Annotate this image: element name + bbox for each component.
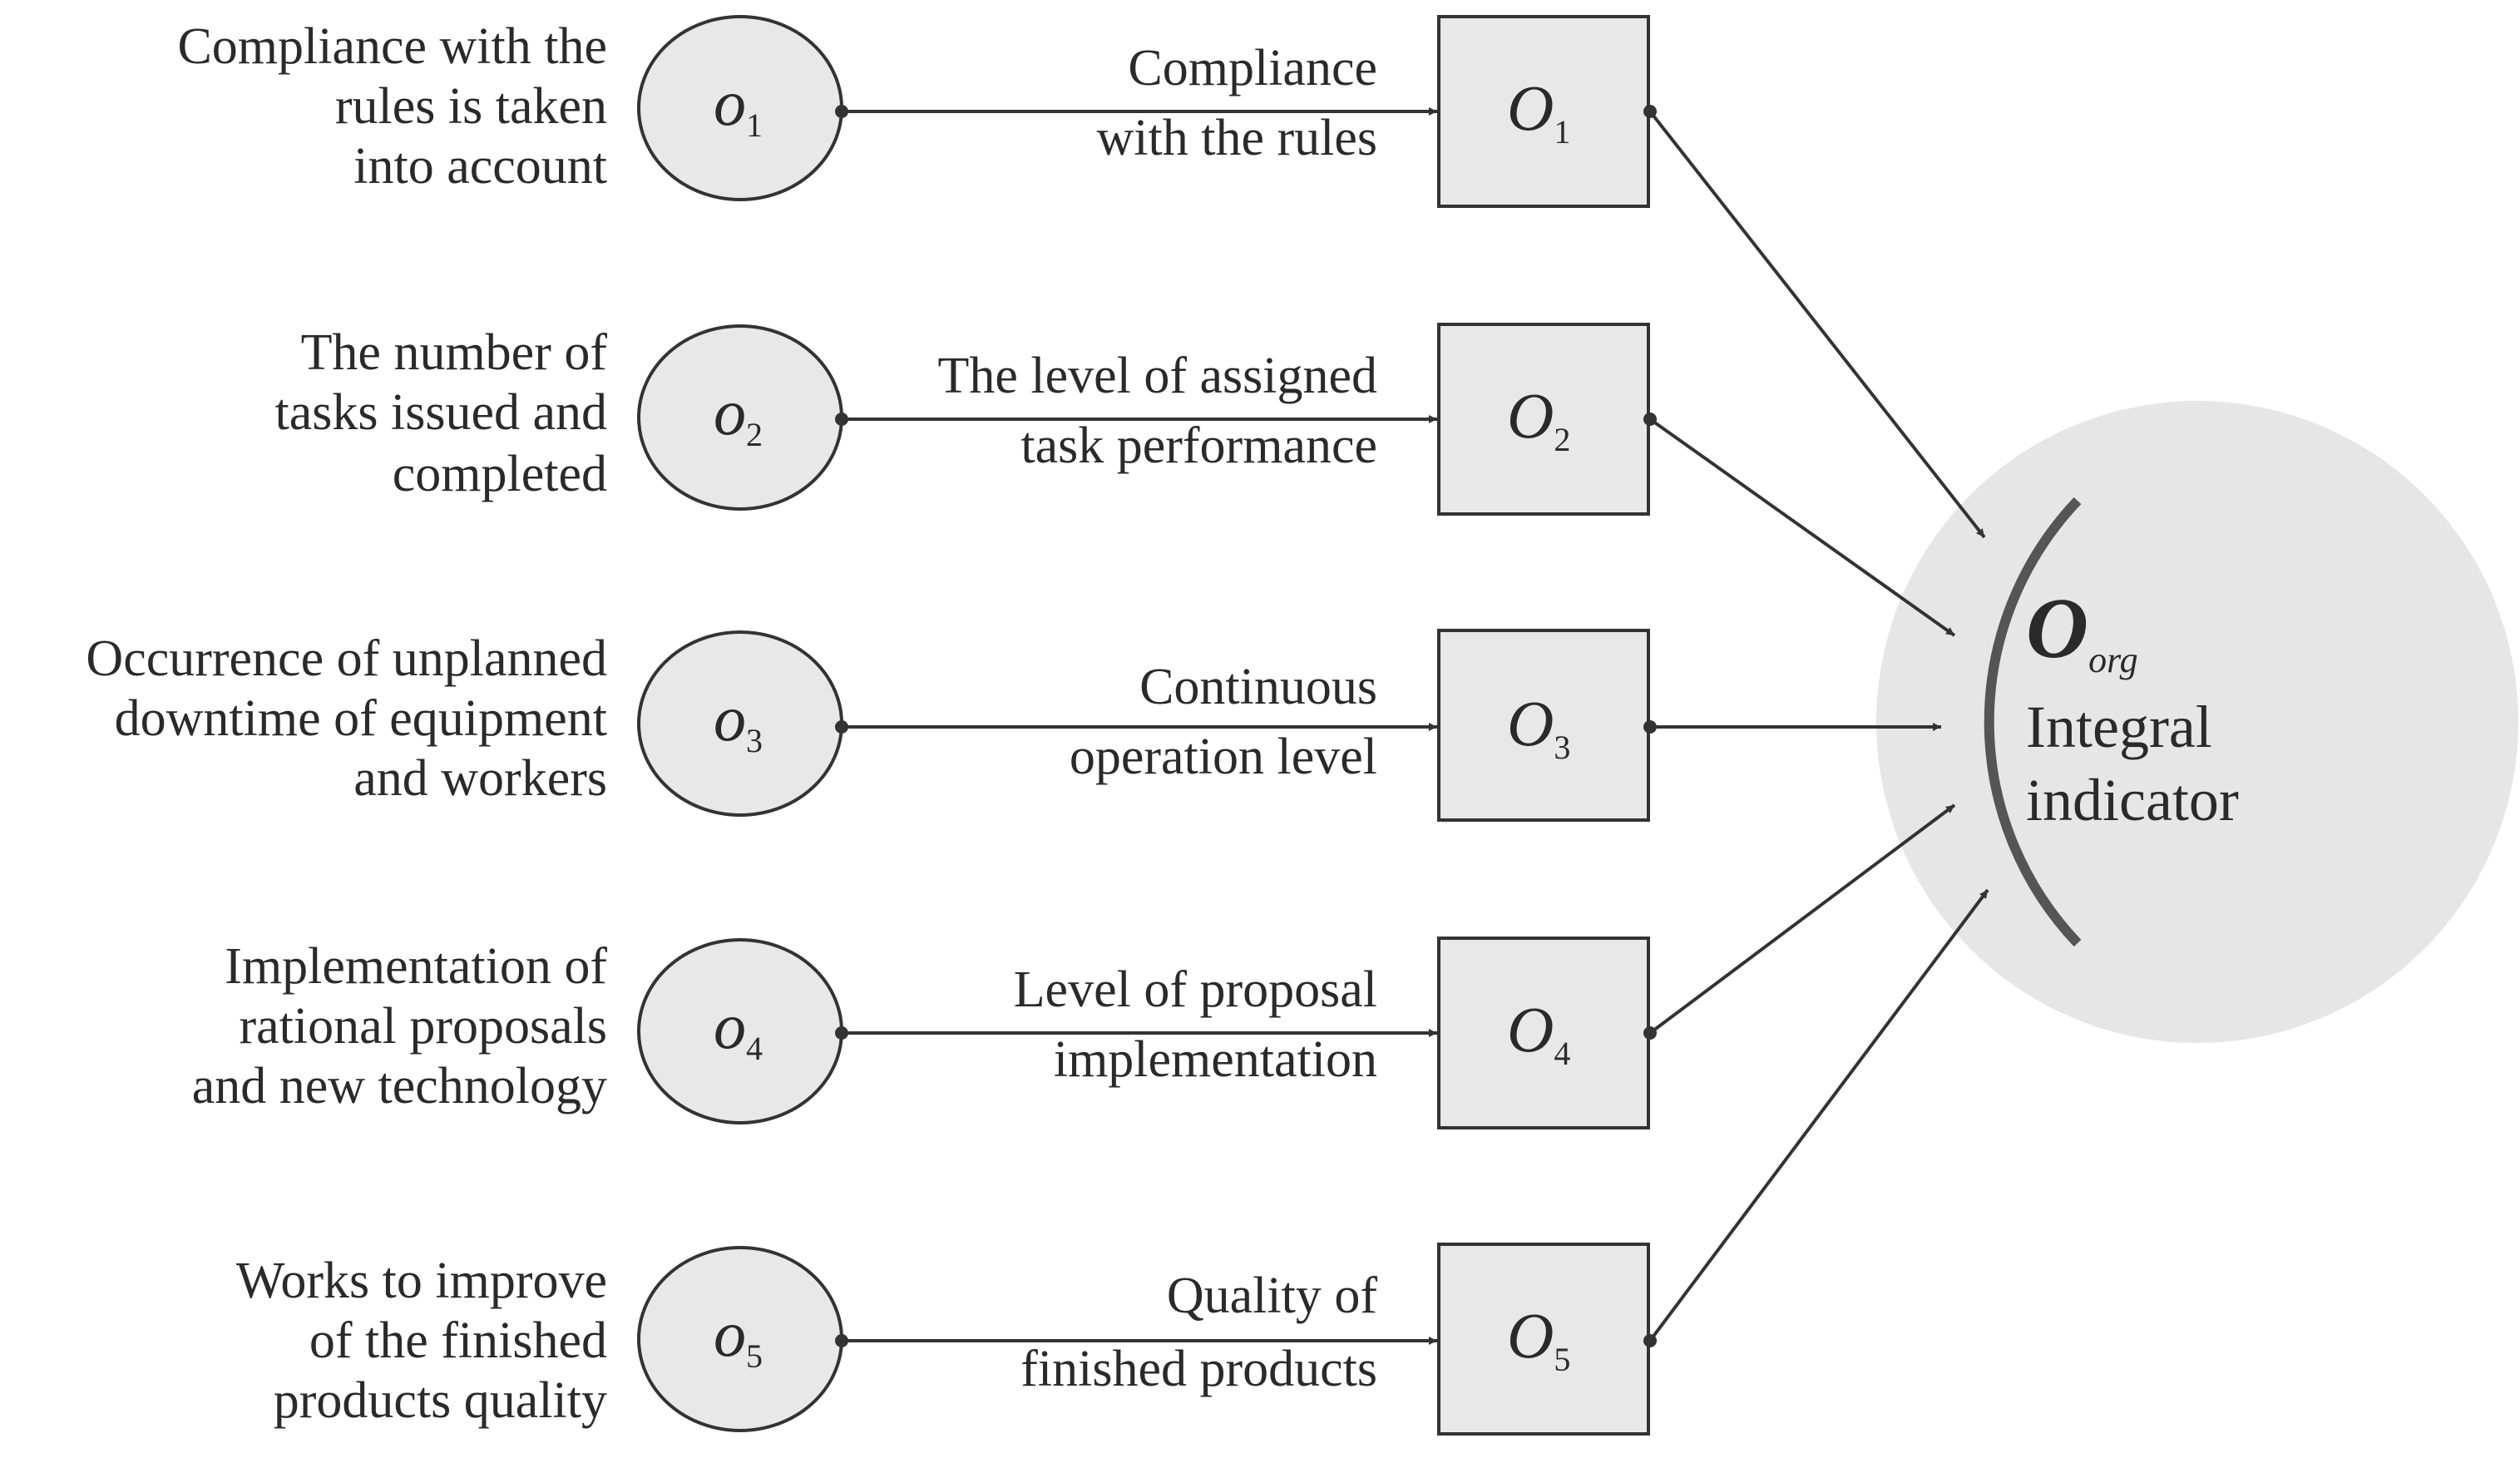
edge-label-line: Continuous (1139, 659, 1377, 715)
edge-arrow-to-indicator (1648, 803, 1956, 1035)
edge-arrow-to-indicator (1648, 888, 1989, 1342)
row-1: Compliance with the rules is taken into … (177, 15, 1986, 539)
edge-arrow-to-indicator (1648, 418, 1956, 637)
edge-label-line: finished products (1020, 1341, 1377, 1397)
output-node (1437, 937, 1650, 1129)
integral-indicator-label-line-2: indicator (2026, 767, 2239, 833)
row-5: Works to improve of the finished product… (236, 888, 1989, 1436)
edge-label-line: operation level (1070, 729, 1377, 785)
input-label-line: Occurrence of unplanned (86, 630, 607, 687)
input-label-line: The number of (301, 324, 608, 381)
input-label-line: Works to improve (236, 1253, 607, 1309)
edge-arrow-to-indicator (1648, 110, 1986, 539)
input-label-line: Implementation of (225, 938, 607, 995)
input-label-line: completed (393, 446, 607, 502)
edge-label-line: with the rules (1097, 110, 1378, 166)
input-node-symbol: o3 (714, 682, 763, 759)
input-label-line: into account (353, 138, 607, 195)
row-2: The number of tasks issued and completed… (274, 323, 1956, 637)
output-node-symbol: O4 (1507, 993, 1570, 1072)
edge-label-line: Compliance (1128, 40, 1377, 96)
input-label-line: products quality (274, 1372, 607, 1429)
input-node-symbol: o5 (714, 1297, 763, 1375)
edge-label-line: implementation (1054, 1031, 1377, 1088)
input-label-line: Compliance with the (177, 18, 607, 75)
input-label-line: tasks issued and (274, 384, 607, 441)
row-4: Implementation of rational proposals and… (192, 803, 1956, 1129)
edge-label-line: task performance (1020, 418, 1377, 474)
input-label-line: and new technology (192, 1058, 607, 1115)
output-node-symbol: O5 (1507, 1299, 1570, 1378)
integral-indicator-symbol: Oorg (2026, 581, 2138, 680)
edge-label-line: Level of proposal (1014, 961, 1377, 1018)
edge-label-line: Quality of (1167, 1268, 1377, 1324)
input-label-line: rules is taken (335, 78, 607, 135)
output-node (1437, 629, 1650, 822)
output-node (1437, 15, 1650, 208)
edge-label-line: The level of assigned (937, 348, 1377, 404)
input-node-symbol: o1 (714, 67, 763, 144)
input-node-symbol: o2 (714, 376, 763, 453)
row-3: Occurrence of unplanned downtime of equi… (86, 629, 1941, 822)
input-label-line: and workers (353, 750, 607, 807)
output-node-symbol: O1 (1507, 72, 1570, 151)
output-node (1437, 323, 1650, 516)
input-label-line: of the finished (309, 1312, 607, 1369)
input-node-symbol: o4 (714, 990, 763, 1067)
input-label-line: downtime of equipment (115, 690, 607, 747)
output-node-symbol: O2 (1507, 379, 1570, 458)
output-node-symbol: O3 (1507, 687, 1570, 766)
input-label-line: rational proposals (239, 998, 607, 1055)
integral-indicator-label-line-1: Integral (2026, 694, 2212, 760)
integral-indicator-node: Oorg Integral indicator (1876, 401, 2518, 1043)
integral-indicator-arc (1984, 497, 2082, 947)
